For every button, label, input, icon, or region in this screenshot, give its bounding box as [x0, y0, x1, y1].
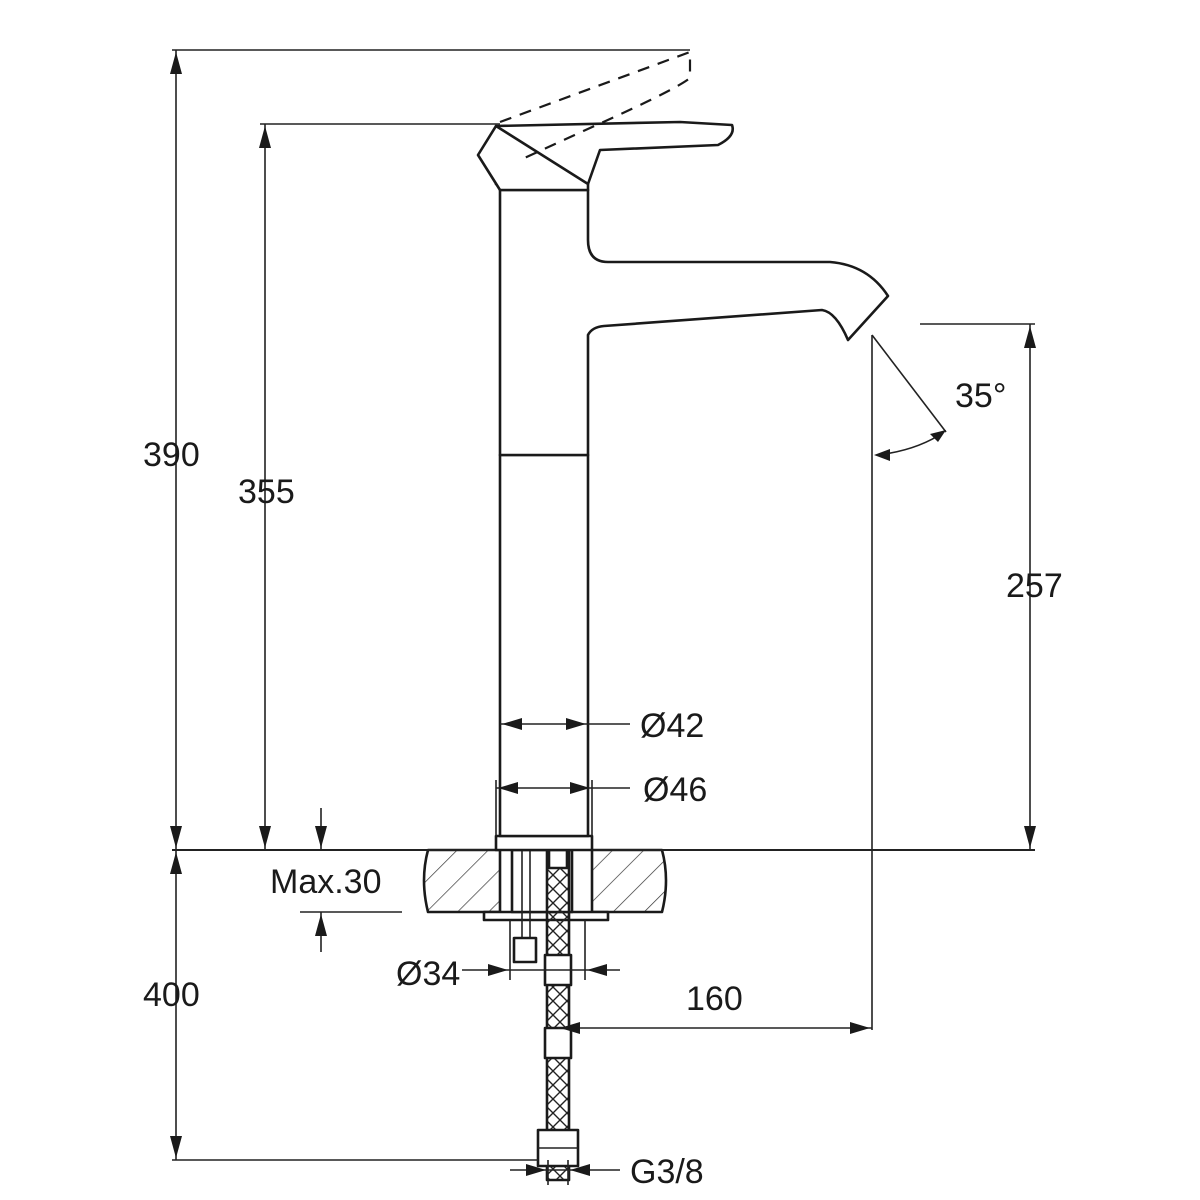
dimension-hose-length: 400: [143, 850, 538, 1161]
dimension-tube-diameter: Ø42: [500, 707, 704, 745]
faucet-body: [476, 50, 890, 852]
max-deck-label: Max.30: [270, 863, 382, 901]
dimension-spout: 257 35°: [871, 323, 1063, 1030]
dimension-body-height: 355: [238, 123, 500, 850]
spout-angle-label: 35°: [955, 377, 1006, 415]
thread-label: G3/8: [630, 1153, 704, 1191]
hose-length-label: 400: [143, 976, 200, 1014]
dimension-shank-diameter: Ø34: [396, 920, 620, 993]
base-diameter-label: Ø46: [643, 771, 707, 809]
dimension-spout-reach: 160: [558, 980, 872, 1034]
dimension-total-height: 390: [143, 49, 690, 850]
tube-diameter-label: Ø42: [640, 707, 704, 745]
dimension-thread: G3/8: [510, 1153, 704, 1191]
countertop-section: [172, 848, 1035, 914]
total-height-label: 390: [143, 436, 200, 474]
shank-diameter-label: Ø34: [396, 955, 460, 993]
body-height-label: 355: [238, 473, 295, 511]
dimension-base-diameter: Ø46: [495, 771, 707, 836]
spout-reach-label: 160: [686, 980, 743, 1018]
spout-height-label: 257: [1006, 567, 1063, 605]
dimension-max-deck: Max.30: [270, 808, 402, 952]
